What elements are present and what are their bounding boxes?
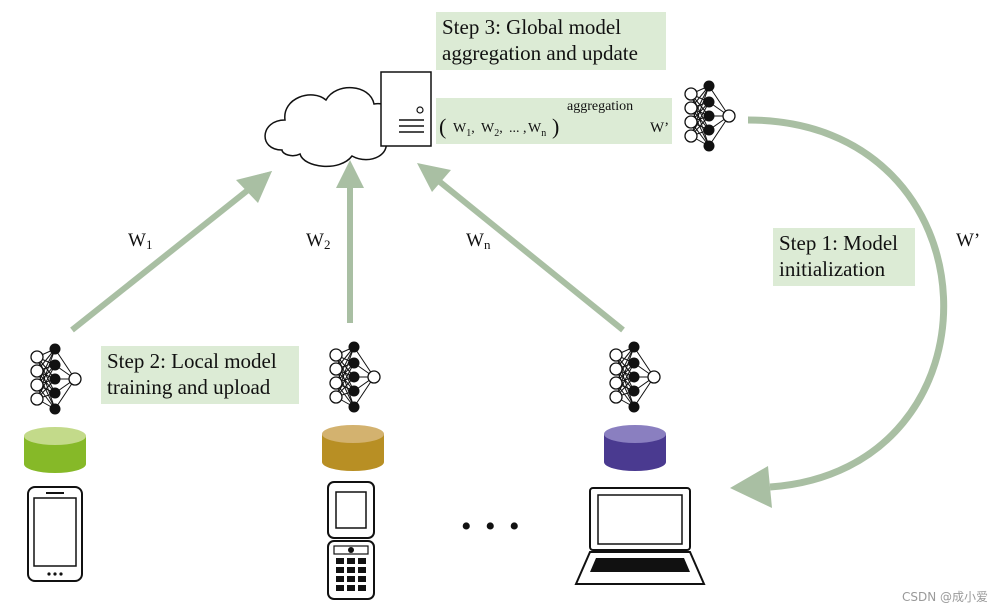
step3-label: Step 3: Global model aggregation and upd… (436, 12, 666, 70)
neural-network-icon-devicen (609, 341, 661, 413)
formula-ellipsis: ... , (509, 121, 527, 136)
laptop-icon (574, 487, 706, 585)
keypad-key (336, 576, 344, 582)
keypad-key (347, 567, 355, 573)
formula-w2: W2, (481, 121, 503, 139)
step2-label: Step 2: Local model training and upload (101, 346, 299, 404)
keypad-key (336, 567, 344, 573)
close-paren: ) (552, 114, 560, 139)
database-icon-device2 (322, 425, 384, 471)
keypad-key (358, 567, 366, 573)
open-paren: ( (439, 114, 447, 139)
upload-arrow-devicen (417, 163, 625, 333)
database-icon-device1 (24, 427, 86, 473)
keypad-key (358, 585, 366, 591)
keypad-key (336, 558, 344, 564)
aggregation-formula-box (436, 98, 672, 144)
smartphone-icon (27, 486, 83, 582)
more-devices-ellipsis: • • • (461, 510, 523, 543)
keypad-key (347, 585, 355, 591)
upload-label-w2: W2 (306, 230, 331, 252)
database-icon-devicen (604, 425, 666, 471)
cloud-icon (264, 86, 396, 168)
server-icon (380, 71, 432, 147)
upload-arrow-device1 (70, 171, 272, 333)
keypad-key (347, 558, 355, 564)
watermark: CSDN @成小爱 (901, 590, 988, 604)
aggregation-label: aggregation (567, 99, 634, 114)
aggregation-result: W’ (650, 120, 670, 136)
feature-phone-icon (327, 481, 375, 600)
neural-network-icon-device2 (329, 341, 381, 413)
keypad-key (358, 558, 366, 564)
upload-arrow-device2 (336, 160, 364, 323)
keypad-key (336, 585, 344, 591)
broadcast-label: W’ (956, 230, 981, 251)
formula-w1: W1, (453, 121, 475, 139)
neural-network-icon-global (684, 80, 736, 152)
upload-label-wn: Wn (466, 230, 491, 252)
keypad-key (347, 576, 355, 582)
formula-wn: Wn (528, 121, 547, 139)
neural-network-icon-device1 (30, 343, 82, 415)
upload-label-w1: W1 (128, 230, 153, 252)
step1-label: Step 1: Model initialization (773, 228, 915, 286)
keypad-key (358, 576, 366, 582)
broadcast-arrow (730, 116, 947, 508)
